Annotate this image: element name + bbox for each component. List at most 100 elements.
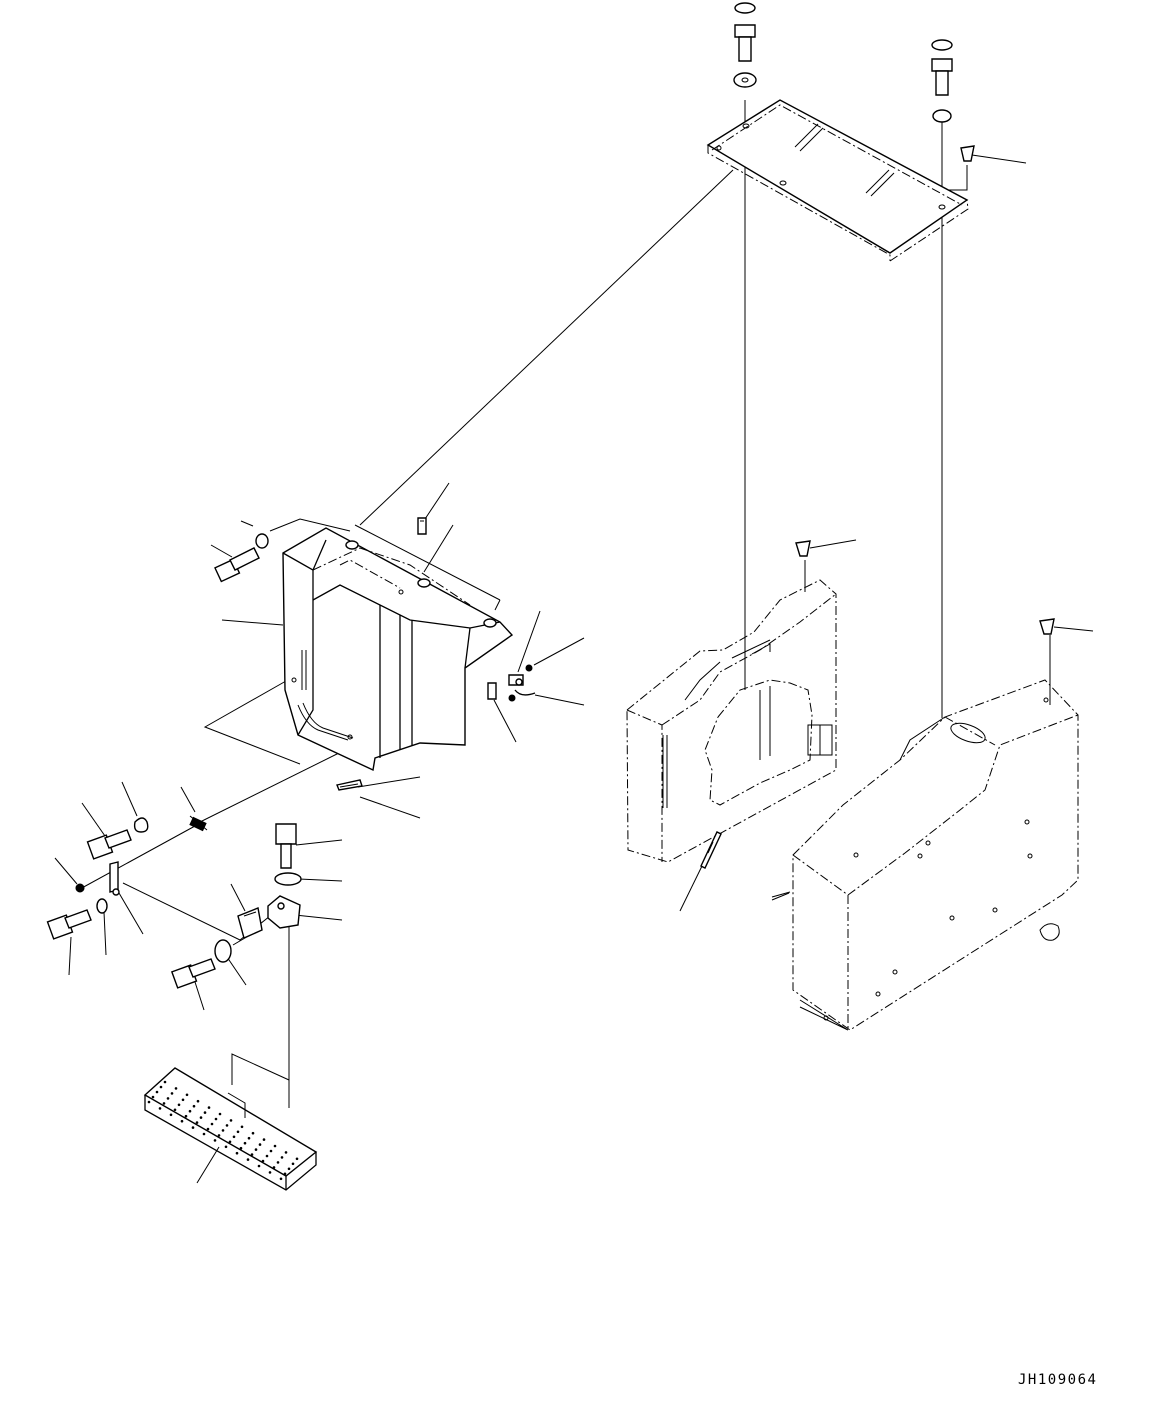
grommet-2: [796, 541, 810, 556]
perforation-hole: [170, 1092, 174, 1095]
grommet-1: [961, 146, 974, 161]
perforation-hole: [232, 1135, 236, 1139]
perforation-hole: [273, 1144, 277, 1148]
perforation-hole: [159, 1085, 163, 1089]
spring-clip: [190, 816, 207, 831]
perforation-hole: [151, 1095, 155, 1099]
top-right-bolt: [932, 40, 952, 122]
perforation-hole: [240, 1125, 244, 1129]
perforation-hole: [272, 1166, 276, 1169]
perforation-hole: [276, 1161, 280, 1164]
perforation-hole: [180, 1119, 184, 1123]
perforation-hole: [225, 1124, 229, 1127]
perforation-hole: [181, 1098, 185, 1102]
bracket-tab: [110, 862, 119, 895]
large-side-panel: [793, 680, 1078, 1030]
perforation-hole: [280, 1156, 284, 1159]
perforation-hole: [147, 1100, 151, 1104]
step-plate-holes: [147, 1080, 299, 1181]
perforation-hole: [206, 1127, 210, 1131]
perforation-hole: [265, 1154, 269, 1158]
perforation-hole: [218, 1112, 222, 1116]
perforation-hole: [247, 1136, 251, 1140]
perforation-hole: [269, 1149, 273, 1153]
perforation-hole: [283, 1172, 287, 1176]
perforation-hole: [191, 1126, 195, 1129]
washer-lower-3: [215, 940, 231, 962]
perforation-hole: [207, 1106, 211, 1109]
perforation-hole: [155, 1090, 159, 1094]
perforation-hole: [291, 1162, 295, 1166]
bolt-center: [276, 824, 296, 868]
perforation-hole: [258, 1143, 262, 1146]
perforation-hole: [257, 1164, 261, 1168]
perforation-hole: [287, 1167, 291, 1171]
perforation-hole: [202, 1132, 206, 1136]
grommet-3: [1040, 619, 1054, 634]
latch-assembly: [509, 665, 535, 701]
perforation-hole: [158, 1107, 162, 1110]
perforation-hole: [228, 1140, 232, 1144]
perforation-hole: [268, 1171, 272, 1174]
perforation-hole: [235, 1151, 239, 1155]
perforation-hole: [177, 1103, 181, 1107]
top-left-bolt: [734, 3, 756, 87]
hinge-plate: [238, 908, 262, 938]
perforation-hole: [254, 1148, 258, 1151]
clip-nut-right: [488, 683, 496, 699]
perforation-hole: [188, 1109, 192, 1113]
perforation-hole: [284, 1151, 288, 1154]
washer-lower-2: [97, 899, 107, 913]
perforation-hole: [246, 1158, 250, 1161]
perforation-hole: [192, 1104, 196, 1108]
perforation-hole: [184, 1114, 188, 1118]
perforation-hole: [199, 1116, 203, 1119]
perforation-hole: [217, 1134, 221, 1137]
perforation-hole: [236, 1130, 240, 1134]
bolt-lower-2: [48, 910, 91, 939]
perforation-hole: [196, 1099, 200, 1103]
washer-upper-left: [256, 534, 268, 548]
perforation-hole: [185, 1093, 189, 1097]
perforation-hole: [279, 1177, 283, 1181]
document-id: JH109064: [1018, 1372, 1098, 1388]
lock-washer-1: [135, 818, 148, 832]
perforation-hole: [210, 1122, 214, 1126]
perforation-hole: [166, 1097, 170, 1100]
bolt-lower-3: [172, 959, 215, 988]
perforation-hole: [163, 1080, 167, 1084]
perforation-hole: [224, 1145, 228, 1149]
perforation-hole: [162, 1102, 166, 1105]
bolt-upper-left: [215, 548, 259, 581]
main-cover-housing: [283, 525, 512, 770]
perforation-hole: [239, 1146, 243, 1150]
bolt-lower-1: [88, 830, 131, 859]
hinge-bracket: [268, 896, 300, 928]
perforation-hole: [261, 1159, 265, 1163]
perforation-hole: [262, 1138, 266, 1141]
perforation-hole: [243, 1141, 247, 1145]
perforation-hole: [221, 1129, 225, 1132]
perforation-hole: [169, 1113, 173, 1117]
top-cover-plate: [708, 100, 968, 261]
perforation-hole: [173, 1108, 177, 1112]
small-nut: [76, 884, 84, 892]
rubber-strip: [701, 832, 721, 868]
perforation-hole: [213, 1139, 217, 1142]
clip-nut-upper: [418, 518, 426, 534]
step-plate: [145, 1068, 316, 1190]
perforation-hole: [295, 1157, 299, 1161]
leader-lines: [55, 155, 1093, 1183]
perforation-hole: [251, 1131, 255, 1135]
side-cover-panel: [627, 580, 836, 862]
perforation-hole: [174, 1087, 178, 1090]
perforation-hole: [203, 1111, 207, 1114]
perforation-hole: [229, 1119, 233, 1122]
perforation-hole: [250, 1153, 254, 1156]
strip-seal: [337, 780, 362, 790]
perforation-hole: [214, 1117, 218, 1121]
arrow-mark: [772, 892, 790, 897]
perforation-hole: [195, 1121, 199, 1124]
washer-center: [275, 873, 301, 885]
